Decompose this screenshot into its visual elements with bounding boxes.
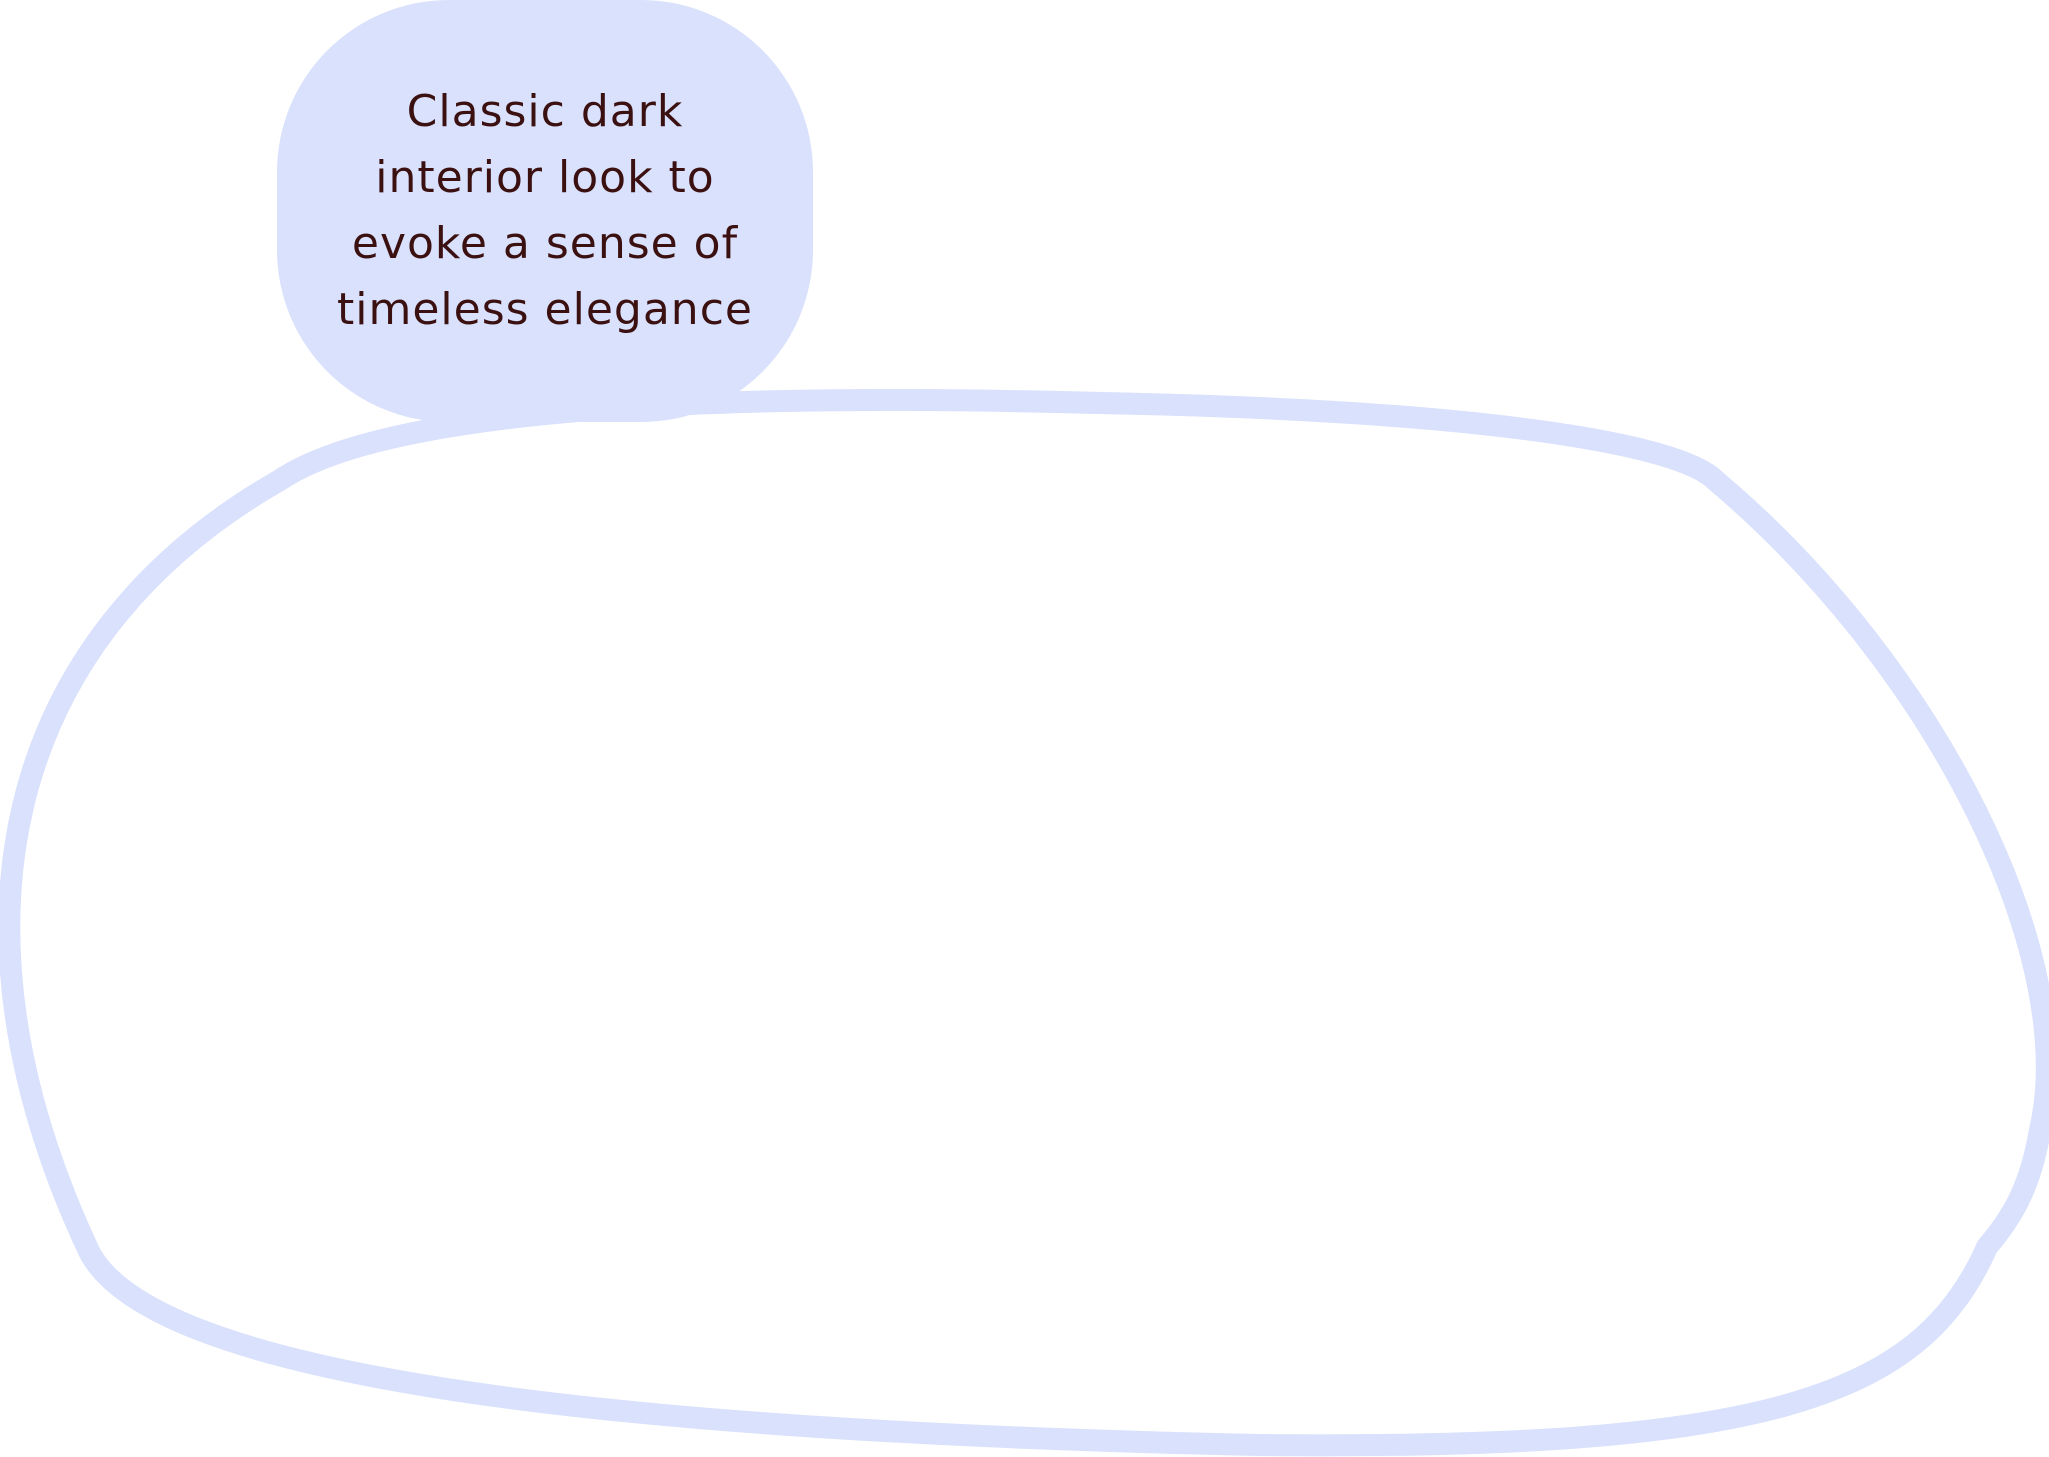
sticky-note-bubble[interactable]: Classic dark interior look to evoke a se… <box>277 0 813 422</box>
sticky-note-text: Classic dark interior look to evoke a se… <box>337 86 753 335</box>
blob-frame-path <box>0 389 2049 1457</box>
